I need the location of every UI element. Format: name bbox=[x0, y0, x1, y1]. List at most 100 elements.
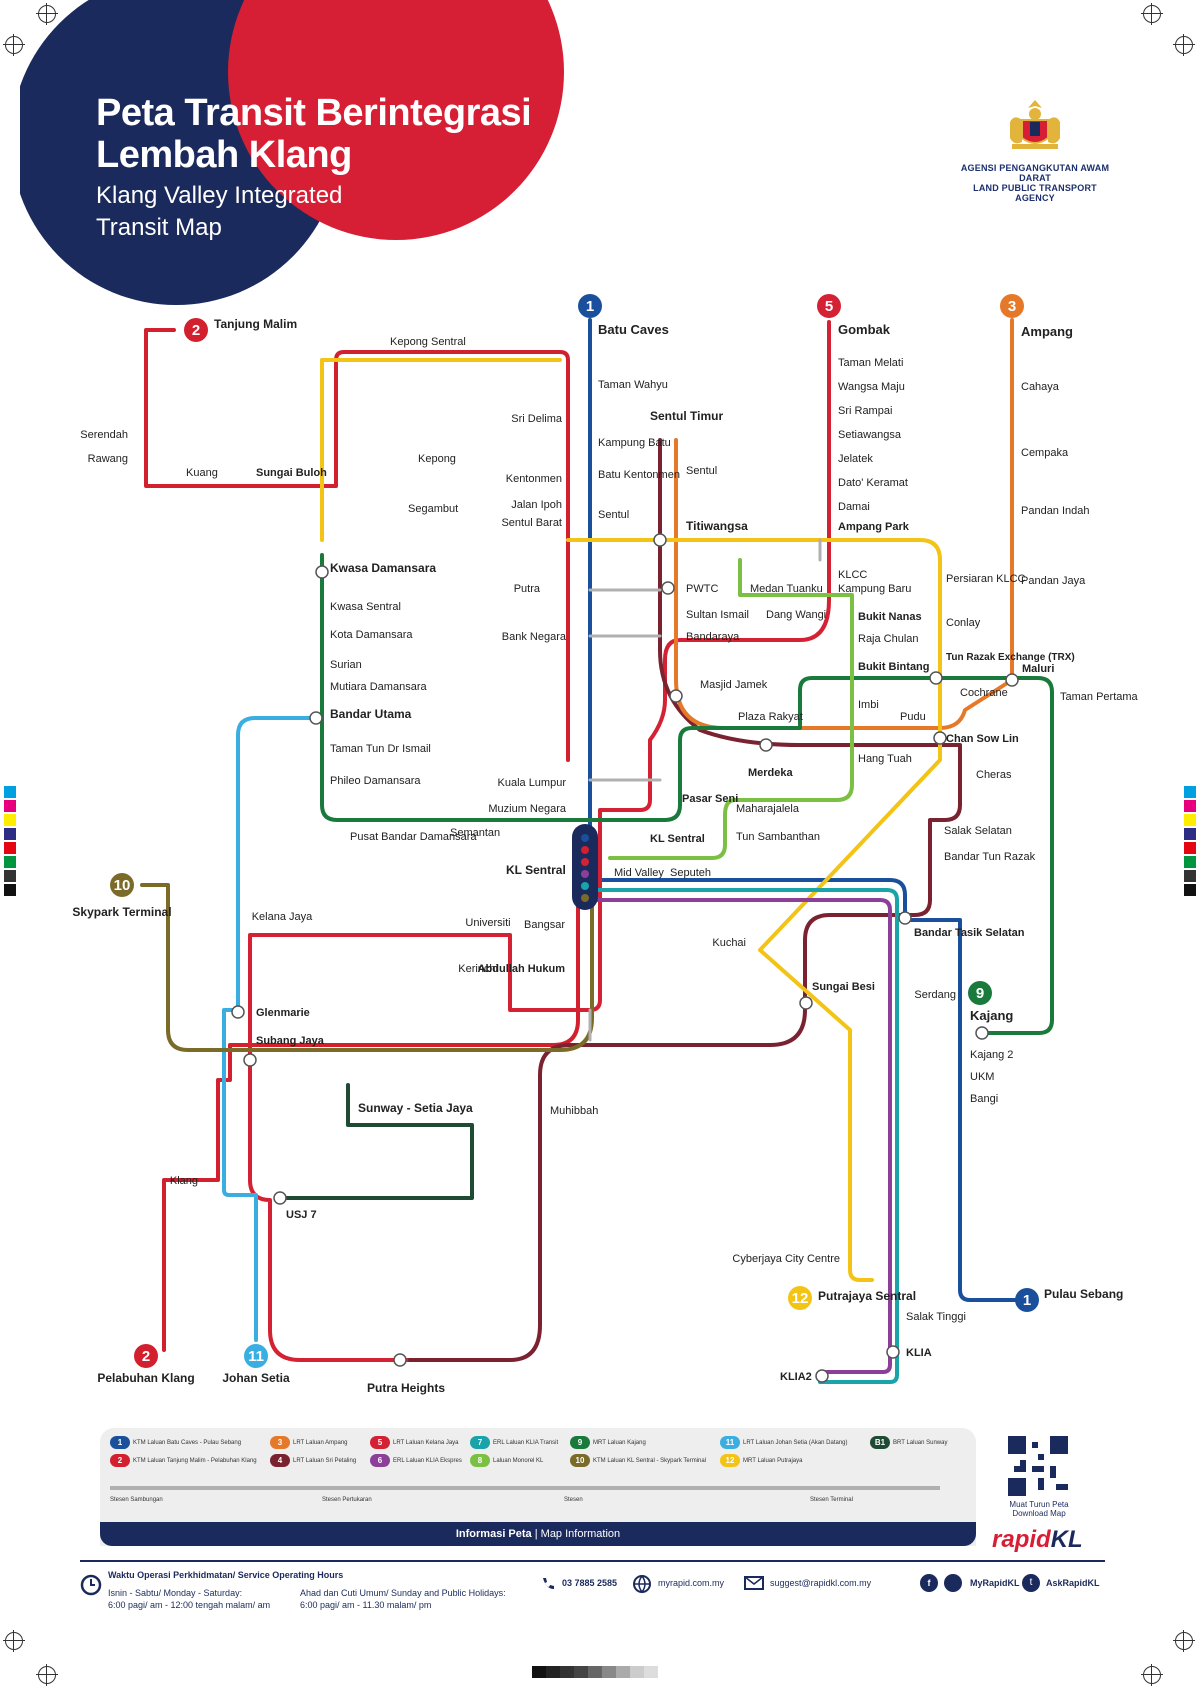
label-taman-tun[interactable]: Taman Tun Dr Ismail bbox=[330, 743, 431, 755]
label-klcc[interactable]: KLCC bbox=[838, 569, 867, 581]
station-marker-kajang[interactable] bbox=[975, 1026, 989, 1040]
station-marker-pwtc[interactable] bbox=[661, 581, 675, 595]
social-handle-2[interactable]: AskRapidKL bbox=[1046, 1578, 1100, 1588]
label-bank-negara[interactable]: Bank Negara bbox=[502, 631, 567, 643]
label-mid-valley[interactable]: Mid Valley bbox=[614, 867, 664, 879]
label-sultan-ismail[interactable]: Sultan Ismail bbox=[686, 609, 749, 621]
label-kwasa-sentral[interactable]: Kwasa Sentral bbox=[330, 601, 401, 613]
label-seputeh[interactable]: Seputeh bbox=[670, 867, 711, 879]
label-titiwangsa[interactable]: Titiwangsa bbox=[686, 519, 748, 533]
label-bandaraya[interactable]: Bandaraya bbox=[686, 631, 740, 643]
label-masjid-jamek[interactable]: Masjid Jamek bbox=[700, 679, 768, 691]
contact-phone[interactable]: 03 7885 2585 bbox=[562, 1578, 618, 1588]
label-kwasa-damansara[interactable]: Kwasa Damansara bbox=[330, 561, 436, 575]
label-sri-delima[interactable]: Sri Delima bbox=[511, 413, 563, 425]
label-serendah[interactable]: Serendah bbox=[80, 429, 128, 441]
label-segambut[interactable]: Segambut bbox=[408, 503, 458, 515]
label-bangsar[interactable]: Bangsar bbox=[524, 919, 565, 931]
station-marker-masjid-jamek[interactable] bbox=[669, 689, 683, 703]
label-jalan-ipoh[interactable]: Jalan Ipoh bbox=[511, 499, 562, 511]
label-kota-damansara[interactable]: Kota Damansara bbox=[330, 629, 413, 641]
label-batu-kentonmen[interactable]: Batu Kentonmen bbox=[598, 469, 680, 481]
label-ampang-park[interactable]: Ampang Park bbox=[838, 521, 910, 533]
twitter-icon[interactable]: t bbox=[1022, 1574, 1040, 1592]
label-glenmarie[interactable]: Glenmarie bbox=[256, 1007, 310, 1019]
label-conlay[interactable]: Conlay bbox=[946, 617, 981, 629]
label-salak-tinggi[interactable]: Salak Tinggi bbox=[906, 1311, 966, 1323]
label-chan-sow-lin[interactable]: Chan Sow Lin bbox=[946, 733, 1019, 745]
label-medan-tuanku[interactable]: Medan Tuanku bbox=[750, 583, 823, 595]
station-marker-putra-heights[interactable] bbox=[393, 1353, 407, 1367]
label-dang-wangi[interactable]: Dang Wangi bbox=[766, 609, 826, 621]
label-pulau-sebang[interactable]: Pulau Sebang bbox=[1044, 1287, 1123, 1301]
station-marker-kwasa-damansara[interactable] bbox=[315, 565, 329, 579]
label-muhibbah[interactable]: Muhibbah bbox=[550, 1105, 598, 1117]
label-cochrane[interactable]: Cochrane bbox=[960, 687, 1008, 699]
station-marker-bandar-utama[interactable] bbox=[309, 711, 323, 725]
label-kerinchi[interactable]: Kerinchi bbox=[458, 963, 498, 975]
label-batu-caves[interactable]: Batu Caves bbox=[598, 322, 669, 337]
label-sri-rampai[interactable]: Sri Rampai bbox=[838, 405, 892, 417]
label-kampung-baru[interactable]: Kampung Baru bbox=[838, 583, 911, 595]
label-pelabuhan-klang[interactable]: Pelabuhan Klang bbox=[97, 1371, 194, 1385]
label-taman-pertama[interactable]: Taman Pertama bbox=[1060, 691, 1139, 703]
station-marker-glenmarie[interactable] bbox=[231, 1005, 245, 1019]
label-kuchai[interactable]: Kuchai bbox=[712, 937, 746, 949]
label-bukit-nanas[interactable]: Bukit Nanas bbox=[858, 611, 922, 623]
station-marker-sungai-besi[interactable] bbox=[799, 996, 813, 1010]
qr-code-icon[interactable] bbox=[1008, 1436, 1068, 1496]
label-pusat-bandar-damansara[interactable]: Pusat Bandar Damansara bbox=[350, 831, 477, 843]
label-hang-tuah[interactable]: Hang Tuah bbox=[858, 753, 912, 765]
station-marker-klia2[interactable] bbox=[815, 1369, 829, 1383]
station-marker-titiwangsa[interactable] bbox=[653, 533, 667, 547]
label-kuala-lumpur[interactable]: Kuala Lumpur bbox=[498, 777, 567, 789]
station-marker-klia[interactable] bbox=[886, 1345, 900, 1359]
label-taman-wahyu[interactable]: Taman Wahyu bbox=[598, 379, 668, 391]
label-salak-selatan[interactable]: Salak Selatan bbox=[944, 825, 1012, 837]
station-marker-trx[interactable] bbox=[929, 671, 943, 685]
label-kuang[interactable]: Kuang bbox=[186, 467, 218, 479]
station-marker-bandar-tasik-selatan[interactable] bbox=[898, 911, 912, 925]
label-pandan-jaya[interactable]: Pandan Jaya bbox=[1021, 575, 1086, 587]
label-pudu[interactable]: Pudu bbox=[900, 711, 926, 723]
label-plaza-rakyat[interactable]: Plaza Rakyat bbox=[738, 711, 803, 723]
label-muzium-negara[interactable]: Muzium Negara bbox=[488, 803, 567, 815]
label-semantan[interactable]: Semantan bbox=[450, 827, 500, 839]
station-marker-subang-jaya[interactable] bbox=[243, 1053, 257, 1067]
label-bandar-tun-razak[interactable]: Bandar Tun Razak bbox=[944, 851, 1036, 863]
label-cahaya[interactable]: Cahaya bbox=[1021, 381, 1060, 393]
label-wangsa-maju[interactable]: Wangsa Maju bbox=[838, 381, 905, 393]
label-tun-sambanthan[interactable]: Tun Sambanthan bbox=[736, 831, 820, 843]
label-klia[interactable]: KLIA bbox=[906, 1347, 932, 1359]
label-bandar-utama[interactable]: Bandar Utama bbox=[330, 707, 412, 721]
station-marker-maluri[interactable] bbox=[1005, 673, 1019, 687]
label-kepong-sentral[interactable]: Kepong Sentral bbox=[390, 336, 466, 348]
label-kelana-jaya[interactable]: Kelana Jaya bbox=[252, 911, 313, 923]
label-sungai-besi[interactable]: Sungai Besi bbox=[812, 981, 875, 993]
label-sentul-lrt[interactable]: Sentul bbox=[686, 465, 717, 477]
label-imbi[interactable]: Imbi bbox=[858, 699, 879, 711]
label-klang[interactable]: Klang bbox=[170, 1175, 198, 1187]
label-sentul[interactable]: Sentul bbox=[598, 509, 629, 521]
label-trx[interactable]: Tun Razak Exchange (TRX) bbox=[946, 652, 1075, 663]
instagram-icon[interactable] bbox=[944, 1574, 962, 1592]
label-klia2[interactable]: KLIA2 bbox=[780, 1371, 812, 1383]
label-ukm[interactable]: UKM bbox=[970, 1071, 994, 1083]
label-abdullah-hukum[interactable]: Abdullah Hukum bbox=[478, 963, 566, 975]
label-kl-sentral-mono[interactable]: KL Sentral bbox=[650, 833, 705, 845]
label-sentul-timur[interactable]: Sentul Timur bbox=[650, 409, 723, 423]
label-phileo[interactable]: Phileo Damansara bbox=[330, 775, 421, 787]
label-damai[interactable]: Damai bbox=[838, 501, 870, 513]
label-merdeka[interactable]: Merdeka bbox=[748, 767, 794, 779]
contact-email[interactable]: suggest@rapidkl.com.my bbox=[770, 1578, 872, 1588]
label-tanjung-malim[interactable]: Tanjung Malim bbox=[214, 317, 297, 331]
label-ampang[interactable]: Ampang bbox=[1021, 324, 1073, 339]
label-putra-heights[interactable]: Putra Heights bbox=[367, 1381, 445, 1395]
label-cheras[interactable]: Cheras bbox=[976, 769, 1012, 781]
label-putrajaya-sentral[interactable]: Putrajaya Sentral bbox=[818, 1289, 916, 1303]
label-kajang[interactable]: Kajang bbox=[970, 1008, 1013, 1023]
label-taman-melati[interactable]: Taman Melati bbox=[838, 357, 903, 369]
label-maharajalela[interactable]: Maharajalela bbox=[736, 803, 800, 815]
label-rawang[interactable]: Rawang bbox=[88, 453, 128, 465]
label-persiaran-klcc[interactable]: Persiaran KLCC bbox=[946, 573, 1026, 585]
